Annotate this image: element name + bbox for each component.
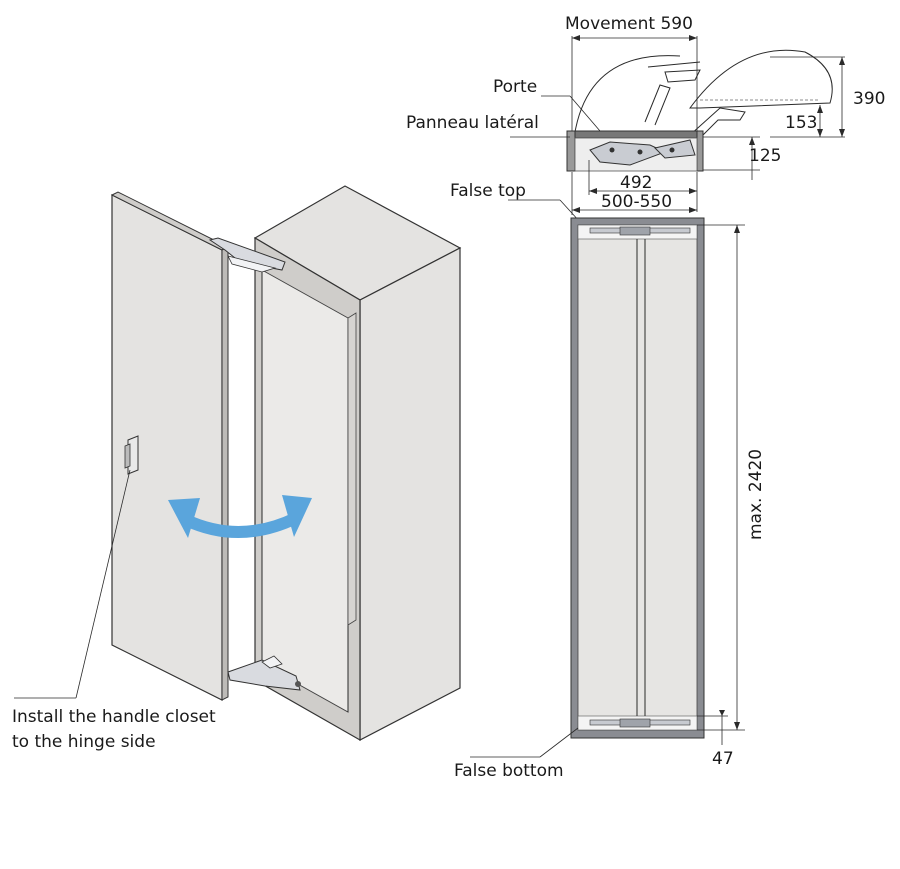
false-top-label: False top (450, 181, 526, 201)
dim-492: 492 (620, 173, 652, 193)
porte-label: Porte (493, 77, 537, 97)
dim-125: 125 (749, 146, 781, 166)
door-board (569, 130, 703, 139)
swing-arrow (183, 512, 299, 538)
dim-max-2420: max. 2420 (746, 449, 766, 540)
dim-390: 390 (853, 89, 885, 109)
swing-arrow-head-left (168, 498, 200, 538)
dim-47: 47 (712, 749, 734, 769)
front-view: False top max. 2420 47 False bottom (450, 181, 766, 781)
door-swing-arc (574, 55, 681, 133)
top-detail: Movement 590 Porte Panneau latéral (406, 14, 885, 215)
cabinet-side (359, 247, 461, 741)
iso-view: Install the handle closet to the hinge s… (12, 185, 462, 752)
dim-500-550: 500-550 (601, 192, 672, 212)
bottom-hinge-arm (227, 659, 301, 691)
movement-label: Movement 590 (565, 14, 693, 34)
install-label-line1: Install the handle closet (12, 707, 216, 727)
install-label-line2: to the hinge side (12, 732, 156, 752)
dim-153: 153 (785, 113, 817, 133)
swing-arrow-head-right (282, 495, 312, 537)
open-door-outline (689, 49, 833, 109)
false-bottom-label: False bottom (454, 761, 564, 781)
top-hinge-arm (208, 237, 286, 271)
panneau-label: Panneau latéral (406, 113, 539, 133)
